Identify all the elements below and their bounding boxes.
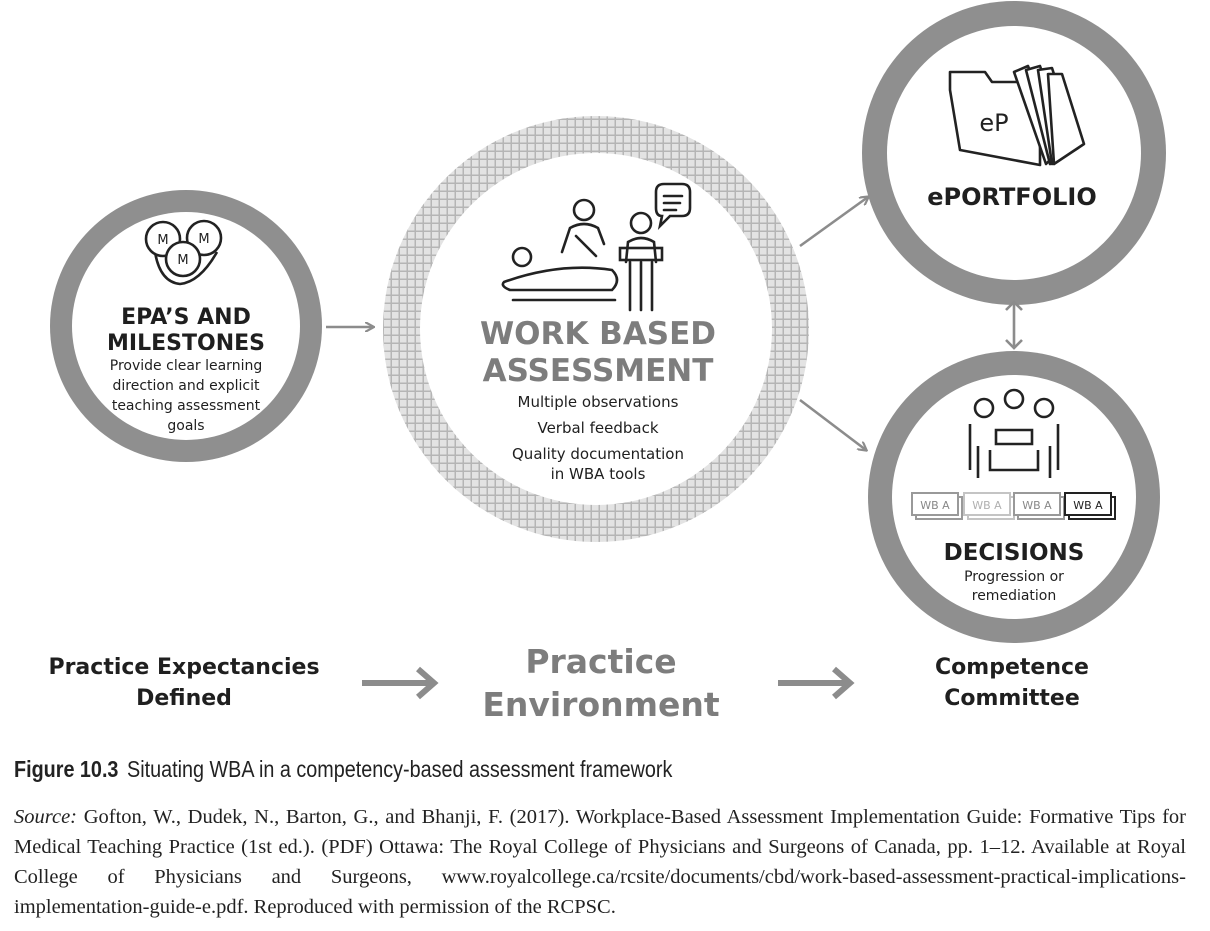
arrow-bottom-left [362,666,439,700]
label-competence-committee-line1: Competence [935,655,1089,680]
label-practice-environment-line2: Environment [482,685,720,724]
svg-text:WB A: WB A [920,499,950,512]
label-practice-environment-line1: Practice [525,642,676,681]
epa-title-line1: EPA’S AND [121,305,251,330]
milestone-badge-2: M [198,232,209,247]
arrow-wba-to-decisions [799,398,866,450]
wba-item-2: Verbal feedback [537,419,658,437]
wba-framework-diagram: M M M EPA’S AND MILESTONES Provide clear… [48,1,1166,724]
figure-caption: Figure 10.3 Situating WBA in a competency… [14,756,1029,783]
figure-source: Source: Gofton, W., Dudek, N., Barton, G… [14,802,1186,922]
epa-desc-line1: Provide clear learning [110,358,262,374]
wba-card-1: WB A [911,492,963,520]
source-label: Source: [14,806,77,828]
portfolio-folder-icon [948,64,1086,167]
wba-title-line1: WORK BASED [480,316,716,352]
label-competence-committee-line2: Committee [944,686,1080,711]
wba-node: WORK BASED ASSESSMENT Multiple observati… [383,116,809,542]
label-practice-expectancies-line2: Defined [136,686,232,711]
milestone-badge-3: M [177,253,188,268]
arrow-eportfolio-decisions [1005,300,1023,350]
svg-text:WB A: WB A [972,499,1002,512]
wba-title-line2: ASSESSMENT [483,353,714,389]
observation-icon [501,182,692,312]
eportfolio-title: ePORTFOLIO [927,183,1096,211]
eportfolio-icon-label: eP [979,109,1008,137]
wba-card-2: WB A [963,492,1015,520]
decisions-desc-line2: remediation [972,588,1057,604]
decisions-title: DECISIONS [944,540,1085,566]
epa-desc-line4: goals [167,418,204,434]
arrow-bottom-right [778,666,855,700]
figure-title: Situating WBA in a competency-based asse… [127,756,673,782]
epa-milestones-node: M M M EPA’S AND MILESTONES Provide clear… [50,190,322,462]
wba-item-4: in WBA tools [551,465,646,483]
figure-number: Figure 10.3 [14,756,119,782]
epa-title-line2: MILESTONES [107,331,265,356]
wba-cards: WB A WB A WB A WB A [911,492,1116,520]
milestone-badge-1: M [157,233,168,248]
wba-item-3: Quality documentation [512,445,684,463]
epa-desc-line3: teaching assessment [112,398,261,414]
wba-card-3: WB A [1013,492,1065,520]
arrow-wba-to-eportfolio [799,197,868,248]
svg-text:WB A: WB A [1022,499,1052,512]
svg-text:WB A: WB A [1073,499,1103,512]
decisions-desc-line1: Progression or [964,569,1064,585]
wba-card-4: WB A [1064,492,1116,520]
epa-desc-line2: direction and explicit [113,378,260,394]
eportfolio-node: eP ePORTFOLIO [862,1,1166,305]
committee-icon [968,388,1060,478]
wba-item-1: Multiple observations [518,393,679,411]
milestones-icon [144,219,223,286]
decisions-node: WB A WB A WB A WB A DECISIONS Progressio… [868,351,1160,643]
label-practice-expectancies-line1: Practice Expectancies [48,655,319,680]
source-text: Gofton, W., Dudek, N., Barton, G., and B… [14,806,1187,918]
